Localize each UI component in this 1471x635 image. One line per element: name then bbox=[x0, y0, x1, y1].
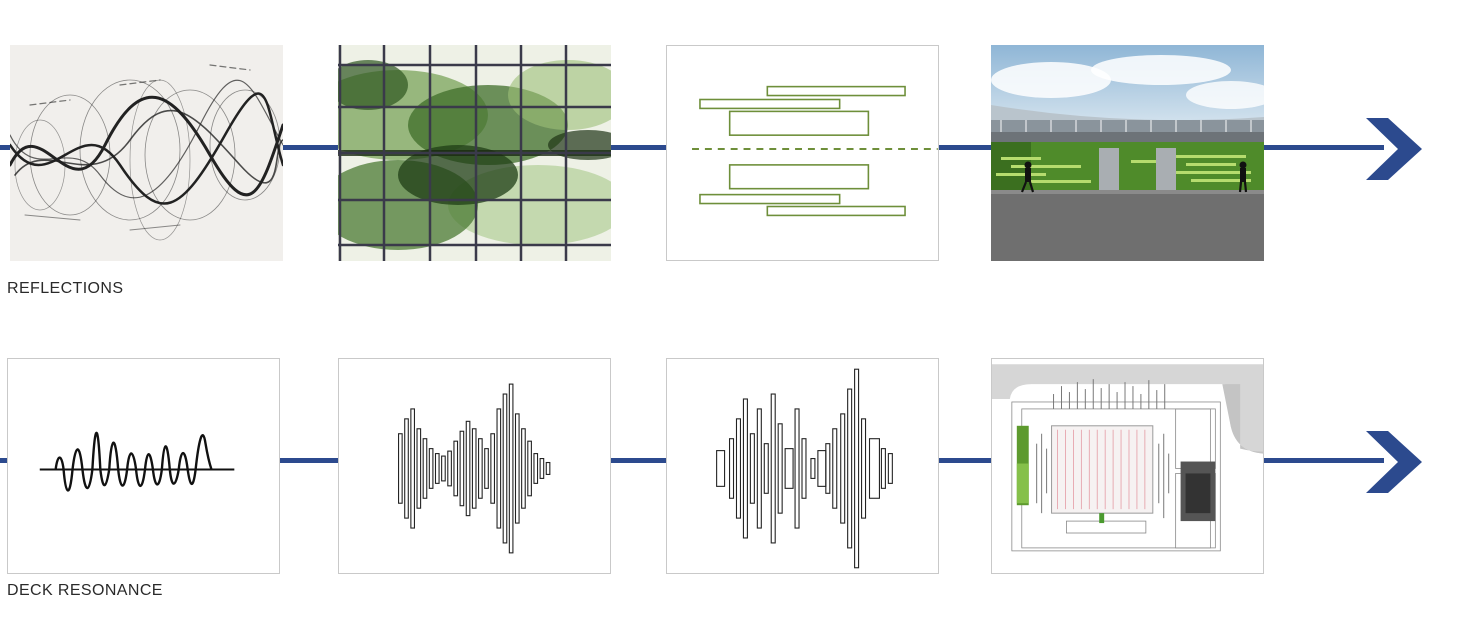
waveform-bar bbox=[496, 408, 502, 529]
site-plan-svg bbox=[992, 364, 1263, 552]
elevation-rendering-svg bbox=[991, 45, 1264, 261]
site-plan-drawing bbox=[991, 358, 1264, 574]
waveform-bar bbox=[521, 428, 526, 509]
waveform-bar bbox=[465, 420, 471, 517]
reflections-connector bbox=[283, 145, 339, 150]
waveform-bar bbox=[410, 408, 415, 529]
watercolor-grid-svg bbox=[338, 45, 611, 261]
row-label-deck-resonance: DECK RESONANCE bbox=[7, 582, 163, 599]
bar-waveform-svg bbox=[398, 383, 551, 554]
resonance-connector bbox=[611, 458, 667, 463]
waveform-bar bbox=[784, 448, 794, 489]
waveform-bar bbox=[887, 453, 893, 484]
waveform-bar bbox=[434, 453, 440, 484]
green-watercolor-grid bbox=[338, 45, 611, 261]
waveform-bar bbox=[880, 448, 886, 489]
forward-arrow-icon bbox=[1366, 118, 1422, 180]
sound-wave-line bbox=[7, 358, 280, 574]
mixed-bar-waveform bbox=[666, 358, 939, 574]
waveform-bar bbox=[847, 388, 853, 549]
vertical-bar-waveform bbox=[338, 358, 611, 574]
waveform-bar bbox=[817, 450, 827, 487]
forward-arrow-icon bbox=[1366, 431, 1422, 493]
waveform-bar bbox=[416, 428, 422, 509]
waveform-bar bbox=[459, 430, 465, 507]
reflections-connector bbox=[1264, 145, 1384, 150]
waveform-bar bbox=[478, 438, 483, 499]
waveform-bar bbox=[539, 458, 545, 479]
waveform-bar bbox=[861, 418, 867, 519]
waveform-bar bbox=[832, 428, 838, 509]
waveform-bar bbox=[398, 433, 403, 504]
waveform-bar bbox=[763, 443, 769, 494]
waveform-bar bbox=[527, 440, 532, 497]
waveform-bar bbox=[810, 458, 816, 479]
mirrored-bars-svg bbox=[692, 85, 938, 217]
waveform-bar bbox=[502, 393, 508, 544]
reflections-connector bbox=[939, 145, 992, 150]
waveform-bar bbox=[825, 443, 831, 494]
waveform-bar bbox=[508, 383, 514, 554]
waveform-bar bbox=[441, 455, 446, 482]
ink-scribble-sketch bbox=[10, 45, 283, 261]
waveform-bar bbox=[770, 393, 776, 544]
resonance-connector bbox=[939, 458, 992, 463]
waveform-bar bbox=[490, 433, 495, 504]
waveform-bar bbox=[545, 461, 551, 475]
waveform-bar bbox=[742, 398, 748, 539]
waveform-bar bbox=[868, 438, 880, 499]
waveform-bar bbox=[735, 418, 742, 519]
waveform-bar bbox=[801, 438, 807, 499]
waveform-bar bbox=[533, 453, 539, 484]
waveform-bar bbox=[422, 438, 428, 499]
waveform-bar bbox=[514, 413, 520, 524]
resonance-connector bbox=[1264, 458, 1384, 463]
waveform-bar bbox=[484, 448, 489, 489]
pool-elevation-rendering bbox=[991, 45, 1264, 261]
waveform-bar bbox=[728, 438, 735, 499]
waveform-bar bbox=[404, 418, 409, 519]
reflections-connector bbox=[611, 145, 667, 150]
waveform-bar bbox=[854, 368, 860, 569]
waveform-bar bbox=[749, 433, 755, 504]
waveform-bar bbox=[756, 408, 762, 529]
resonance-connector bbox=[280, 458, 339, 463]
waveform-bar bbox=[428, 448, 434, 489]
mirrored-bars-diagram bbox=[666, 45, 939, 261]
waveform-bar bbox=[840, 413, 846, 524]
mixed-bar-waveform-svg bbox=[716, 368, 893, 569]
waveform-bar bbox=[794, 408, 800, 529]
waveform-bar bbox=[777, 423, 783, 514]
ink-scribble-svg bbox=[10, 45, 283, 261]
row-label-reflections: REFLECTIONS bbox=[7, 280, 124, 297]
waveform-bar bbox=[471, 428, 477, 509]
waveform-bar bbox=[447, 450, 452, 487]
waveform-bar bbox=[716, 450, 726, 487]
waveform-bar bbox=[453, 440, 459, 497]
sound-wave-svg bbox=[39, 431, 235, 492]
